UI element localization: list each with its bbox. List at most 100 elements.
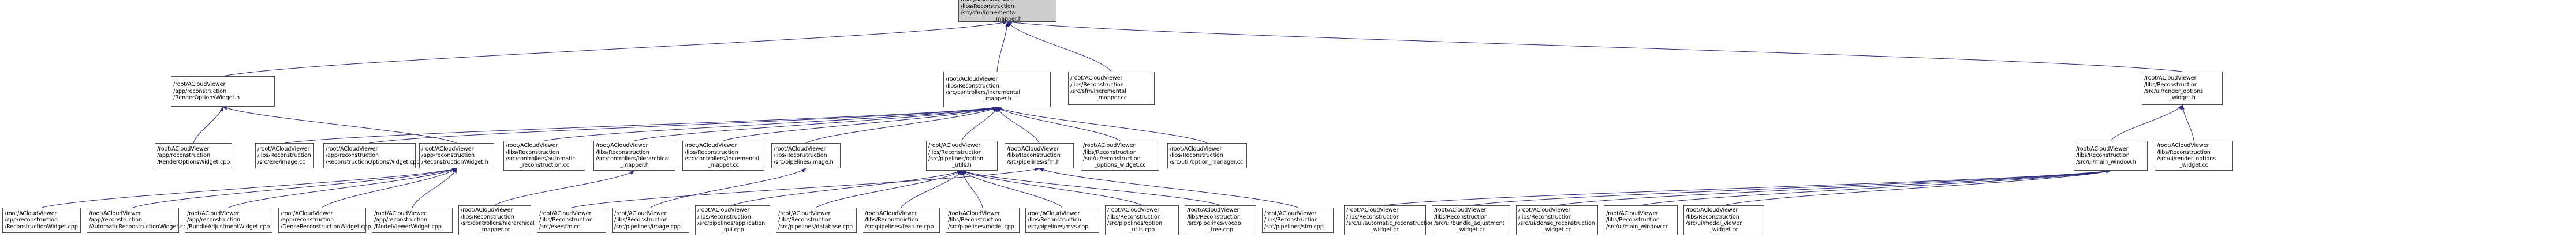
graph-edge bbox=[193, 106, 223, 144]
graph-edge bbox=[1556, 170, 2111, 206]
graph-node[interactable]: /root/ACloudViewer/libs/Reconstruction/s… bbox=[612, 208, 689, 233]
graph-node-line: _mapper.cc bbox=[1096, 95, 1127, 101]
graph-node[interactable]: /root/ACloudViewer/libs/Reconstruction/s… bbox=[1025, 208, 1099, 233]
graph-node[interactable]: /root/ACloudViewer/libs/Reconstruction/s… bbox=[958, 0, 1056, 22]
graph-node-line: _mapper.cc bbox=[479, 227, 510, 234]
graph-node[interactable]: /root/ACloudViewer/libs/Reconstruction/s… bbox=[2074, 141, 2148, 171]
graph-node[interactable]: /root/ACloudViewer/libs/Reconstruction/s… bbox=[1432, 205, 1510, 235]
graph-node[interactable]: /root/ACloudViewer/app/reconstruction/Re… bbox=[419, 143, 494, 168]
graph-node-line: /libs/Reconstruction bbox=[778, 217, 832, 224]
graph-node-line: /root/ACloudViewer bbox=[539, 210, 592, 217]
graph-node-line: /libs/Reconstruction bbox=[461, 213, 514, 220]
graph-node[interactable]: /root/ACloudViewer/libs/Reconstruction/s… bbox=[776, 208, 857, 233]
graph-node-line: /ReconstructionOptionsWidget.cpp bbox=[326, 159, 420, 166]
graph-node-line: _widget.cc bbox=[1543, 227, 1571, 234]
graph-node-line: /RenderOptionsWidget.cpp bbox=[157, 159, 230, 166]
graph-node[interactable]: /root/ACloudViewer/libs/Reconstruction/s… bbox=[1344, 205, 1434, 235]
graph-node-line: /src/sfm/incremental bbox=[1070, 88, 1126, 95]
graph-node-line: /root/ACloudViewer bbox=[461, 207, 513, 214]
graph-node[interactable]: /root/ACloudViewer/libs/Reconstruction/s… bbox=[863, 208, 940, 233]
graph-node[interactable]: /root/ACloudViewer/app/reconstruction/Re… bbox=[155, 143, 232, 168]
graph-node[interactable]: /root/ACloudViewer/libs/Reconstruction/s… bbox=[1005, 143, 1074, 168]
graph-edge bbox=[494, 170, 635, 206]
graph-node-line: /libs/Reconstruction bbox=[774, 152, 827, 159]
graph-node[interactable]: /root/ACloudViewer/app/reconstruction/Mo… bbox=[372, 208, 453, 233]
graph-node-line: /src/pipelines/feature.cpp bbox=[865, 223, 934, 230]
graph-node-line: /app/reconstruction bbox=[5, 217, 58, 224]
graph-edge bbox=[1384, 170, 2111, 206]
graph-node[interactable]: /root/ACloudViewer/libs/Reconstruction/s… bbox=[1105, 205, 1179, 235]
graph-node-line: /libs/Reconstruction bbox=[257, 152, 311, 159]
graph-node-line: /src/pipelines/sfm.cpp bbox=[1264, 223, 1324, 230]
graph-edge bbox=[961, 107, 998, 141]
graph-node-line: /root/ACloudViewer bbox=[596, 142, 648, 149]
graph-node-line: /BundleAdjustmentWidget.cpp bbox=[187, 223, 270, 230]
graph-node-line: /root/ACloudViewer bbox=[1518, 207, 1571, 214]
graph-node[interactable]: /root/ACloudViewer/libs/Reconstruction/s… bbox=[946, 208, 1020, 233]
graph-edge bbox=[2181, 104, 2194, 141]
graph-edge bbox=[1470, 170, 2111, 206]
graph-node-line: _utils.cpp bbox=[1129, 227, 1155, 234]
graph-node[interactable]: /root/ACloudViewer/libs/Reconstruction/s… bbox=[943, 72, 1051, 107]
graph-node[interactable]: /root/ACloudViewer/libs/Reconstruction/s… bbox=[682, 141, 764, 171]
graph-edge bbox=[1723, 170, 2111, 206]
graph-node[interactable]: /root/ACloudViewer/libs/Reconstruction/s… bbox=[1081, 141, 1159, 171]
graph-node[interactable]: /root/ACloudViewer/libs/Reconstruction/s… bbox=[537, 208, 606, 233]
graph-node[interactable]: /root/ACloudViewer/libs/Reconstruction/s… bbox=[1167, 143, 1247, 168]
graph-edge bbox=[961, 170, 1221, 206]
graph-node-line: /root/ACloudViewer bbox=[778, 210, 831, 217]
graph-node-line: /libs/Reconstruction bbox=[1434, 213, 1488, 220]
graph-edge bbox=[1007, 20, 2183, 72]
graph-edge bbox=[961, 170, 1063, 208]
graph-node-line: /src/pipelines/option bbox=[928, 156, 983, 162]
graph-node-line: /src/controllers/incremental bbox=[946, 89, 1020, 96]
graph-node[interactable]: /root/ACloudViewer/app/reconstruction/Au… bbox=[87, 208, 190, 233]
graph-node[interactable]: /root/ACloudViewer/libs/Reconstruction/s… bbox=[255, 143, 314, 168]
graph-node-line: /src/controllers/incremental bbox=[685, 156, 759, 162]
graph-node[interactable]: /root/ACloudViewer/libs/Reconstruction/s… bbox=[1604, 205, 1678, 235]
graph-edge bbox=[901, 170, 962, 208]
graph-node[interactable]: /root/ACloudViewer/libs/Reconstruction/s… bbox=[458, 205, 535, 235]
graph-node[interactable]: /root/ACloudViewer/app/reconstruction/Re… bbox=[2, 208, 81, 233]
graph-node-line: /root/ACloudViewer bbox=[2144, 75, 2197, 82]
graph-node-line: /libs/Reconstruction bbox=[2076, 152, 2130, 159]
graph-node[interactable]: /root/ACloudViewer/libs/Reconstruction/s… bbox=[1262, 208, 1334, 233]
graph-node[interactable]: /root/ACloudViewer/libs/Reconstruction/s… bbox=[593, 141, 675, 171]
graph-node-line: _mapper.cc bbox=[708, 162, 739, 169]
graph-edge bbox=[816, 170, 962, 208]
graph-node-line: /root/ACloudViewer bbox=[614, 210, 667, 217]
graph-node-line: /root/ACloudViewer bbox=[5, 210, 57, 217]
graph-node-line: /root/ACloudViewer bbox=[1107, 207, 1160, 214]
graph-node-line: /libs/Reconstruction bbox=[946, 82, 999, 89]
graph-node[interactable]: /root/ACloudViewer/app/reconstruction/Bu… bbox=[185, 208, 272, 233]
graph-node-line: /src/ui/main_window.h bbox=[2076, 159, 2136, 166]
graph-edge bbox=[650, 168, 807, 208]
graph-node[interactable]: /root/ACloudViewer/app/reconstruction/Re… bbox=[323, 143, 420, 168]
graph-node-line: /root/ACloudViewer bbox=[1083, 142, 1136, 149]
graph-node-line: _widget.cc bbox=[1709, 227, 1738, 234]
graph-node-line: /root/ACloudViewer bbox=[257, 145, 310, 152]
graph-node-line: /libs/Reconstruction bbox=[1170, 152, 1223, 159]
graph-node-line: /root/ACloudViewer bbox=[865, 210, 917, 217]
graph-node[interactable]: /root/ACloudViewer/libs/Reconstruction/s… bbox=[1683, 205, 1764, 235]
graph-edge bbox=[996, 21, 1009, 72]
graph-node[interactable]: /root/ACloudViewer/libs/Reconstruction/s… bbox=[771, 143, 841, 168]
graph-node[interactable]: /root/ACloudViewer/libs/Reconstruction/s… bbox=[1068, 72, 1155, 105]
graph-node-line: /libs/Reconstruction bbox=[1264, 217, 1318, 224]
graph-node-line: /libs/Reconstruction bbox=[1518, 213, 1572, 220]
graph-node[interactable]: /root/ACloudViewer/libs/Reconstruction/s… bbox=[1185, 205, 1256, 235]
graph-node-line: /src/pipelines/database.cpp bbox=[778, 223, 853, 230]
graph-node[interactable]: /root/ACloudViewer/libs/Reconstruction/s… bbox=[2155, 141, 2233, 171]
graph-node[interactable]: /root/ACloudViewer/app/reconstruction/De… bbox=[278, 208, 371, 233]
graph-edge bbox=[222, 21, 1008, 77]
graph-node[interactable]: /root/ACloudViewer/libs/Reconstruction/s… bbox=[503, 141, 585, 171]
graph-node[interactable]: /root/ACloudViewer/libs/Reconstruction/s… bbox=[2142, 72, 2223, 105]
graph-node[interactable]: /root/ACloudViewer/libs/Reconstruction/s… bbox=[695, 205, 770, 235]
graph-node-line: /libs/Reconstruction bbox=[1606, 217, 1660, 224]
graph-node-line: /libs/Reconstruction bbox=[928, 149, 982, 156]
graph-node[interactable]: /root/ACloudViewer/libs/Reconstruction/s… bbox=[1516, 205, 1598, 235]
graph-edge bbox=[805, 107, 998, 144]
graph-node-line: /src/ui/render_options bbox=[2157, 156, 2216, 162]
graph-node[interactable]: /root/ACloudViewer/app/reconstruction/Re… bbox=[171, 76, 275, 107]
graph-node[interactable]: /root/ACloudViewer/libs/Reconstruction/s… bbox=[926, 141, 998, 171]
